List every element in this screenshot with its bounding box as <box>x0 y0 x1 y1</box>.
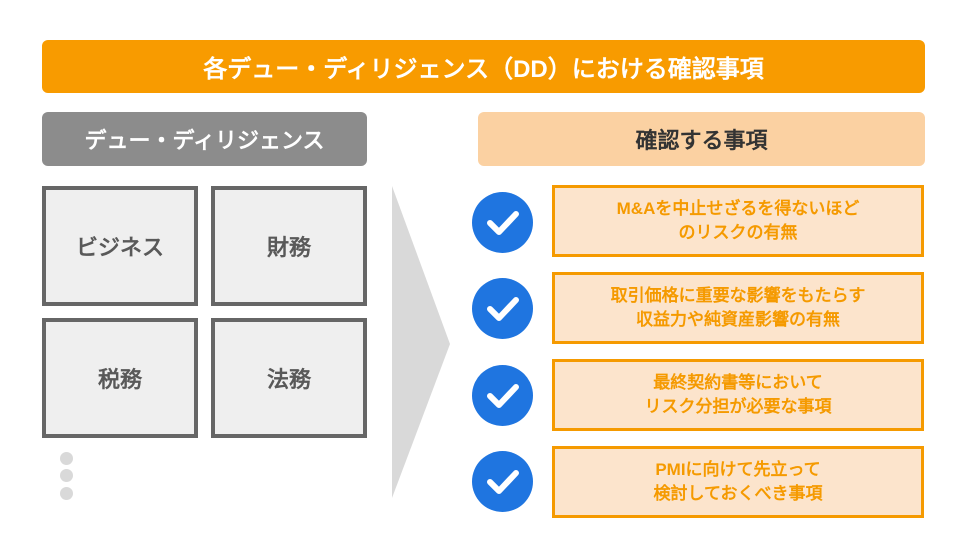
check-item: 最終契約書等においてリスク分担が必要な事項 <box>552 359 924 431</box>
category-tax: 税務 <box>42 318 198 438</box>
due-diligence-header: デュー・ディリジェンス <box>42 112 367 166</box>
check-items-header: 確認する事項 <box>478 112 925 166</box>
ellipsis-dot <box>60 452 73 465</box>
check-item: PMIに向けて先立って検討しておくべき事項 <box>552 446 924 518</box>
arrow-right-icon <box>392 186 450 498</box>
category-business: ビジネス <box>42 186 198 306</box>
check-item-line: 取引価格に重要な影響をもたらす <box>610 286 866 305</box>
category-legal: 法務 <box>211 318 367 438</box>
check-item: 取引価格に重要な影響をもたらす収益力や純資産影響の有無 <box>552 272 924 344</box>
ellipsis-dot <box>60 487 73 500</box>
check-item-line: のリスクの有無 <box>678 223 798 242</box>
check-item-line: M&Aを中止せざるを得ないほど <box>616 199 860 218</box>
ellipsis-dot <box>60 469 73 482</box>
checkmark-icon <box>472 192 533 253</box>
check-item-line: リスク分担が必要な事項 <box>644 397 832 416</box>
check-item-line: 収益力や純資産影響の有無 <box>636 310 840 329</box>
checkmark-icon <box>472 451 533 512</box>
category-finance: 財務 <box>211 186 367 306</box>
page-title: 各デュー・ディリジェンス（DD）における確認事項 <box>42 40 925 93</box>
check-item-line: 検討しておくべき事項 <box>653 484 823 503</box>
checkmark-icon <box>472 278 533 339</box>
check-item: M&Aを中止せざるを得ないほどのリスクの有無 <box>552 185 924 257</box>
check-item-line: 最終契約書等において <box>653 373 823 392</box>
check-item-line: PMIに向けて先立って <box>655 460 821 479</box>
checkmark-icon <box>472 365 533 426</box>
